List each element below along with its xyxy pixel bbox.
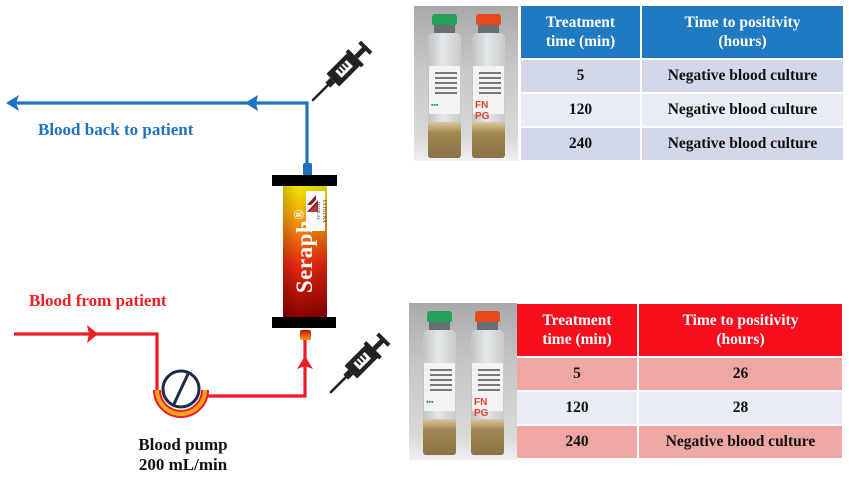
seraph-cartridge [272,175,337,328]
arrow-up-icon [297,356,313,369]
header-line: Treatment [542,312,612,329]
inlet-connector [300,330,311,340]
cell-time-to-positivity: Negative blood culture [642,60,843,92]
cell-time-to-positivity: Negative blood culture [642,94,843,126]
cell-time-to-positivity: Negative blood culture [642,128,843,160]
blood-from-label: Blood from patient [29,291,167,310]
cell-time-to-positivity: 28 [639,392,842,424]
header-time-to-positivity: Time to positivity (hours) [642,6,843,58]
table-row: 5 Negative blood culture [521,60,843,92]
cell-time-to-positivity: Negative blood culture [639,426,842,458]
registered-mark: ® [292,208,308,220]
header-time-to-positivity: Time to positivity (hours) [639,304,842,356]
logo-subtext: MEDICAL [316,201,321,221]
table-row: 120 Negative blood culture [521,94,843,126]
header-line: time (min) [542,331,612,348]
device-name: Seraph® [292,209,318,293]
pump-label-name: Blood pump [138,435,228,454]
return-line [6,95,309,164]
blood-culture-photo-top: ▪▪▪ FN PG [414,6,518,161]
header-line: (hours) [718,33,767,50]
results-table-pre-device: Treatment time (min) Time to positivity … [515,302,844,460]
table-row: 240 Negative blood culture [521,128,843,160]
results-table-post-device: Treatment time (min) Time to positivity … [519,4,845,162]
syringe-icon [311,37,376,102]
header-line: Treatment [545,14,616,31]
logo-brand: EXTHERA [321,199,326,223]
header-line: time (min) [545,33,616,50]
cell-treatment-time: 240 [517,426,637,458]
supply-line [14,325,313,398]
header-treatment-time: Treatment time (min) [521,6,640,58]
arrow-left-icon [245,95,258,111]
header-line: (hours) [716,331,765,348]
table-row: 5 26 [517,358,842,390]
cell-treatment-time: 120 [521,94,640,126]
cell-time-to-positivity: 26 [639,358,842,390]
pump-label: Blood pump 200 mL/min [128,435,238,475]
cell-treatment-time: 5 [517,358,637,390]
blood-culture-photo-bottom: ▪▪▪ FN PG [409,303,517,460]
table-header-row: Treatment time (min) Time to positivity … [521,6,843,58]
pump-label-rate: 200 mL/min [138,455,228,474]
exthera-logo [306,191,325,231]
table-header-row: Treatment time (min) Time to positivity … [517,304,842,356]
blood-back-label: Blood back to patient [38,120,194,139]
cell-treatment-time: 120 [517,392,637,424]
cell-treatment-time: 5 [521,60,640,92]
bottle-brand: FN PG [474,397,489,419]
logo-text: EXTHERA MEDICAL [316,199,326,222]
device-name-text: Seraph [292,219,317,294]
arrow-left-icon [6,95,19,111]
header-line: Time to positivity [682,312,799,329]
header-line: Time to positivity [684,14,801,31]
pump-icon [153,369,209,418]
bottle-brand: FN PG [475,100,490,122]
outlet-connector [303,163,312,176]
table-row: 120 28 [517,392,842,424]
cell-treatment-time: 240 [521,128,640,160]
header-treatment-time: Treatment time (min) [517,304,637,356]
syringe-icon [329,329,394,394]
arrow-right-icon [87,325,98,343]
table-row: 240 Negative blood culture [517,426,842,458]
